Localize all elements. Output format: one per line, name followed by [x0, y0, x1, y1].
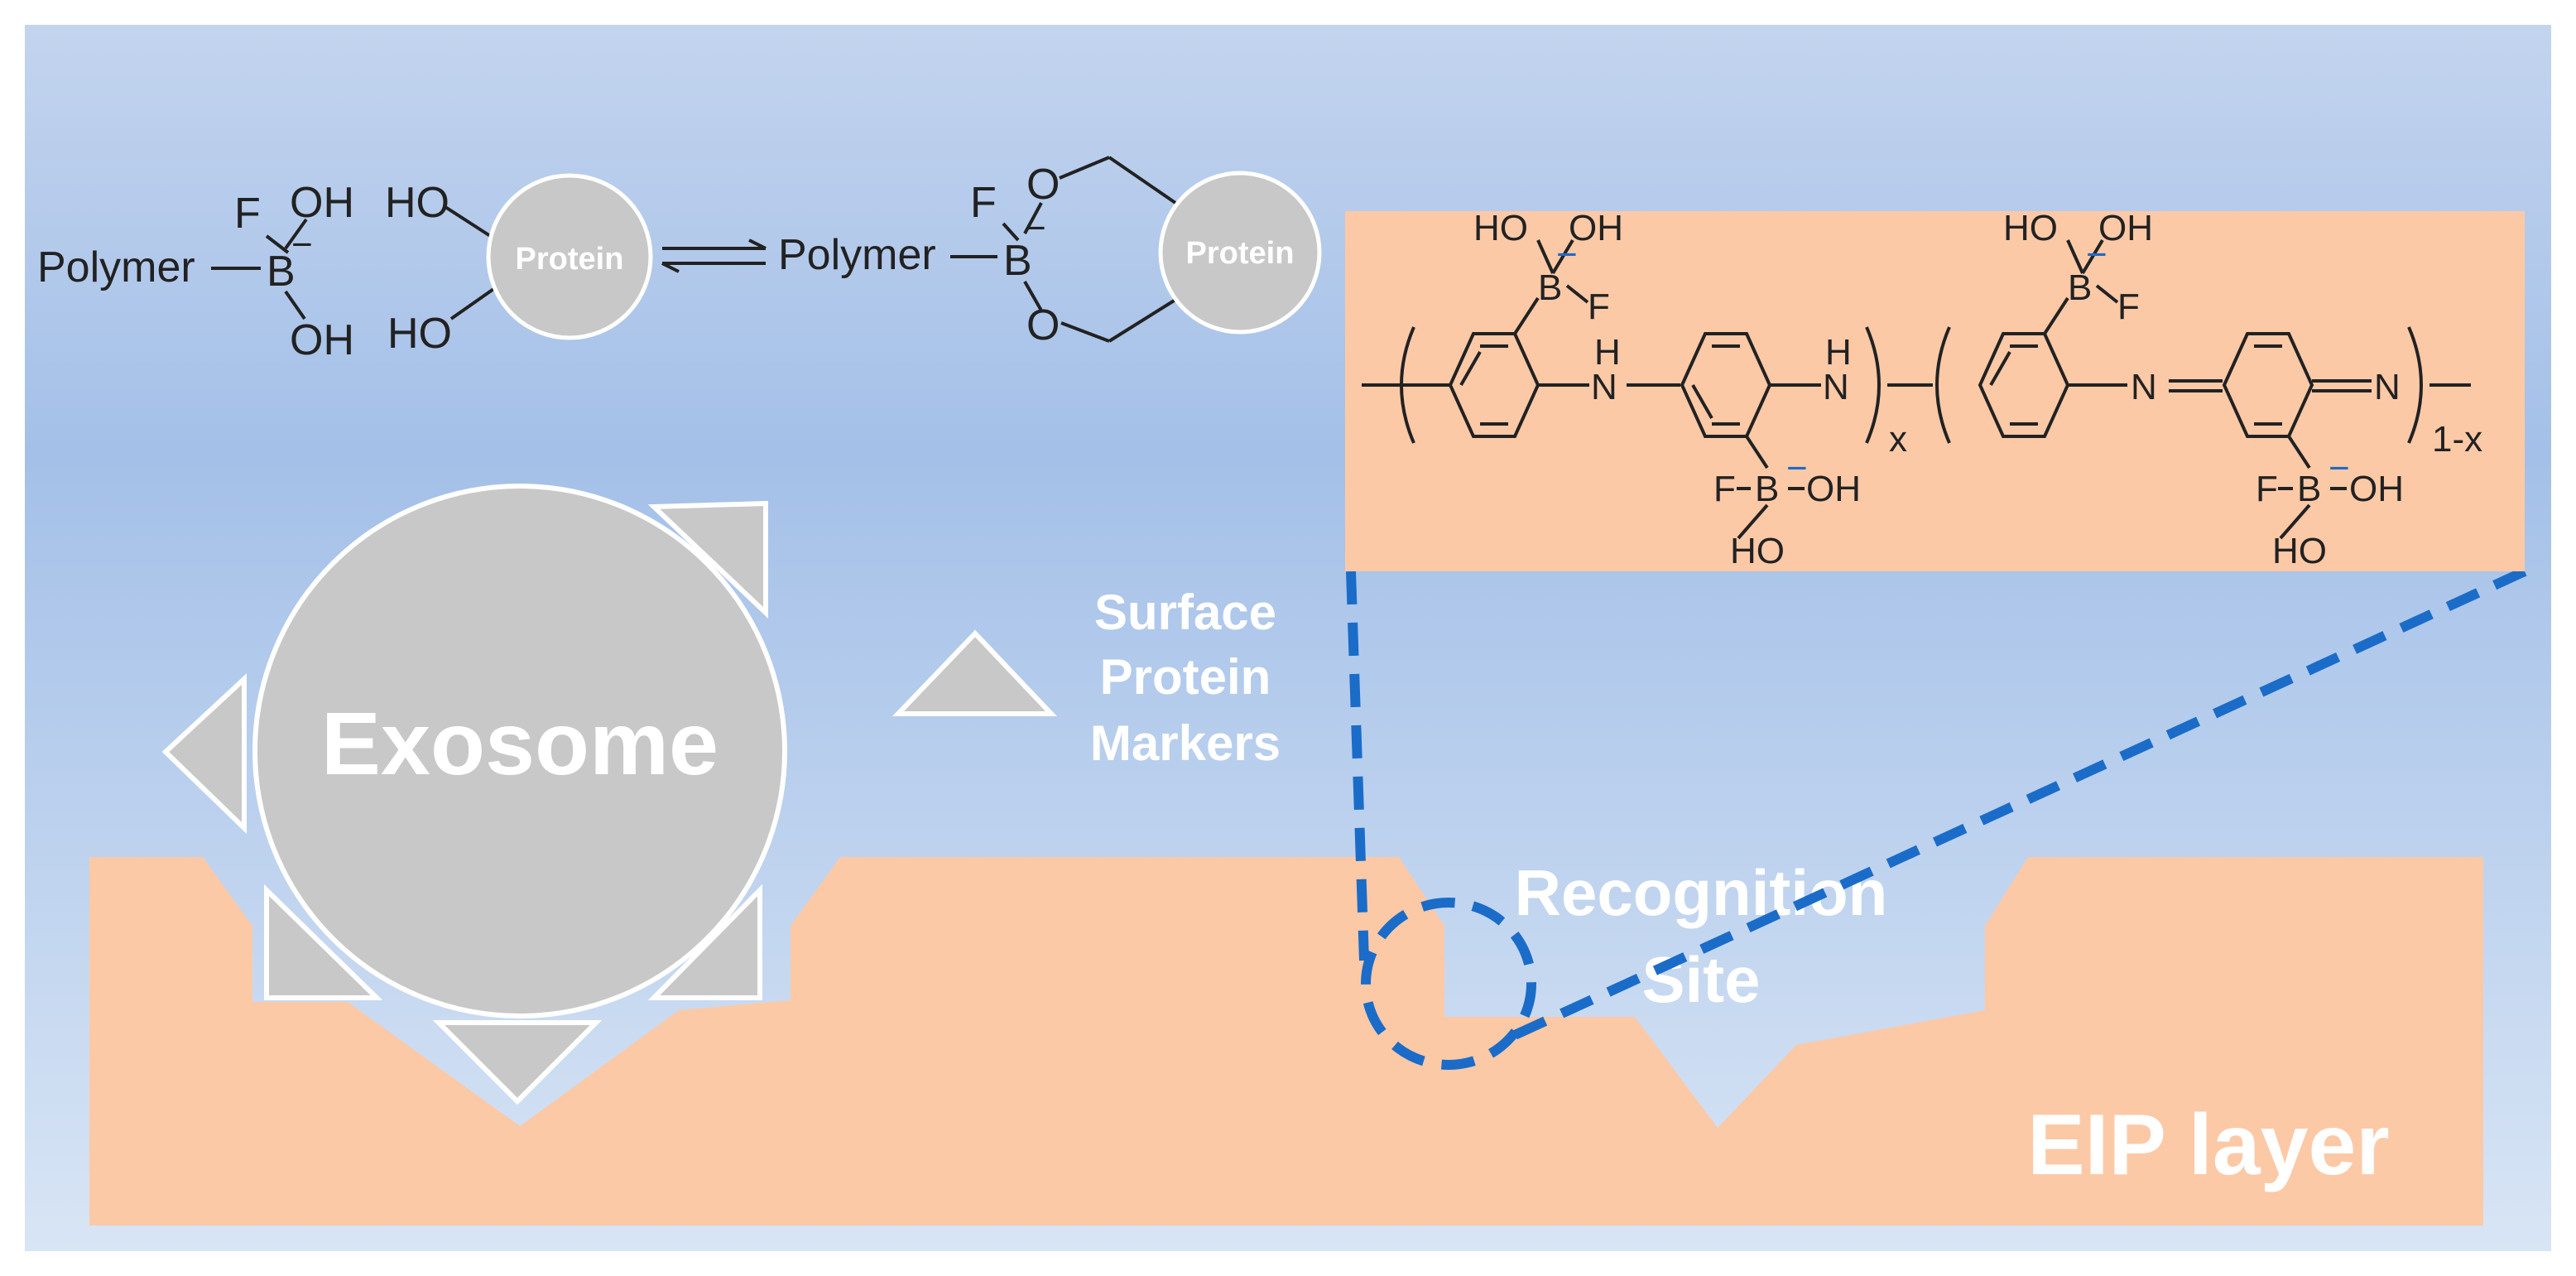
bond	[284, 290, 306, 320]
polymer-right-label: Polymer	[778, 231, 936, 279]
structure-subscript-x: x	[1889, 419, 1907, 460]
boron-right: B	[1003, 237, 1032, 285]
fluorine-right: F	[970, 179, 997, 227]
polymer-left-label: Polymer	[37, 243, 195, 291]
structure-f-1: F	[1588, 286, 1610, 327]
paren-close-2	[2407, 326, 2423, 444]
structure-nh2-h: H	[1825, 332, 1852, 373]
bond	[284, 218, 308, 250]
exosome-sphere	[252, 484, 787, 1018]
bond	[444, 205, 498, 242]
structure-ho-2: HO	[1730, 531, 1785, 571]
bond	[265, 234, 290, 254]
bond	[1023, 281, 1043, 311]
protein-ho-top: HO	[385, 179, 449, 227]
structure-oh-1: OH	[1569, 208, 1623, 248]
hydroxyl-bottom-left: OH	[290, 316, 354, 364]
structure-ho-3: HO	[2003, 208, 2058, 248]
structure-f-2: F	[1713, 469, 1736, 509]
structure-charge-4: −	[2328, 448, 2350, 489]
surface-markers-label: Surface Protein Markers	[1090, 585, 1281, 771]
reaction-product: Polymer B F − O O	[778, 156, 1177, 349]
structure-charge-2: −	[1786, 448, 1808, 489]
structure-b-3: B	[2068, 267, 2092, 308]
surface-markers-line2: Protein	[1100, 649, 1271, 705]
protein-label-right: Protein	[1186, 236, 1295, 271]
structure-oh-3: OH	[2098, 208, 2153, 248]
bond	[449, 284, 500, 320]
structure-b-1: B	[1538, 267, 1562, 308]
paren-open-1	[1400, 326, 1415, 444]
protein-circle-right	[1158, 171, 1322, 335]
paren-open-2	[1935, 326, 1951, 444]
structure-b-4: B	[2297, 469, 2321, 509]
structure-n-imine-2: N	[2374, 367, 2401, 407]
ester-o-bottom: O	[1026, 301, 1060, 349]
recognition-site-label: Recognition Site	[1515, 856, 1888, 1016]
protein-ho-bottom: HO	[387, 310, 452, 358]
structure-subscript-1x: 1-x	[2432, 419, 2482, 460]
fluorine-left: F	[234, 190, 261, 238]
surface-protein-markers	[161, 500, 1057, 1105]
bond	[1002, 222, 1020, 242]
structure-ho-1: HO	[1473, 208, 1528, 248]
polymer-structure	[1362, 238, 2471, 540]
structure-charge-1: −	[1556, 234, 1578, 275]
marker-triangle	[264, 884, 383, 1000]
bond	[1108, 298, 1177, 343]
zoom-line-right	[1512, 566, 2527, 1040]
marker-triangle	[647, 884, 762, 1000]
bond	[1059, 156, 1110, 180]
recognition-line1: Recognition	[1515, 856, 1888, 929]
eip-layer-label: EIP layer	[2027, 1097, 2390, 1193]
zoom-indicator	[1346, 566, 2527, 1070]
reaction-scheme: Polymer B F OH − OH HO HO	[37, 179, 500, 364]
exosome-label: Exosome	[321, 693, 718, 793]
ester-o-top: O	[1026, 161, 1060, 209]
structure-nh1-n: N	[1591, 367, 1617, 407]
structure-charge-3: −	[2086, 234, 2107, 275]
structure-nh1-h: H	[1594, 332, 1621, 373]
protein-label-left: Protein	[516, 242, 624, 277]
bond	[1023, 202, 1043, 234]
structure-f-3: F	[2117, 286, 2140, 327]
structure-oh-2: OH	[1806, 469, 1861, 509]
surface-markers-line3: Markers	[1090, 715, 1281, 771]
structure-labels: HO OH B F − H N H N x F B − OH HO HO OH …	[1473, 208, 2482, 571]
eip-layer	[89, 857, 2483, 1225]
marker-triangle-legend	[892, 629, 1057, 716]
structure-b-2: B	[1755, 469, 1779, 509]
equilibrium-arrows-icon	[661, 238, 767, 273]
marker-triangle	[432, 1020, 603, 1105]
boron-left: B	[267, 248, 296, 296]
marker-triangle	[647, 500, 768, 619]
structure-f-4: F	[2256, 469, 2278, 509]
bond	[1060, 321, 1110, 343]
hydroxyl-top-left: OH	[290, 179, 354, 227]
zoom-line-left	[1346, 571, 1369, 961]
marker-triangle	[161, 673, 247, 835]
structure-ho-4: HO	[2272, 531, 2327, 571]
recognition-line2: Site	[1641, 943, 1760, 1016]
structure-nh2-n: N	[1823, 367, 1849, 407]
structure-n-imine-1: N	[2131, 367, 2157, 407]
structure-oh-4: OH	[2349, 469, 2404, 509]
paren-close-1	[1865, 326, 1881, 444]
surface-markers-line1: Surface	[1094, 585, 1276, 640]
bond	[1108, 156, 1177, 205]
protein-circle-left	[486, 173, 653, 340]
recognition-site-circle	[1361, 898, 1536, 1070]
charge-left: −	[291, 224, 313, 265]
